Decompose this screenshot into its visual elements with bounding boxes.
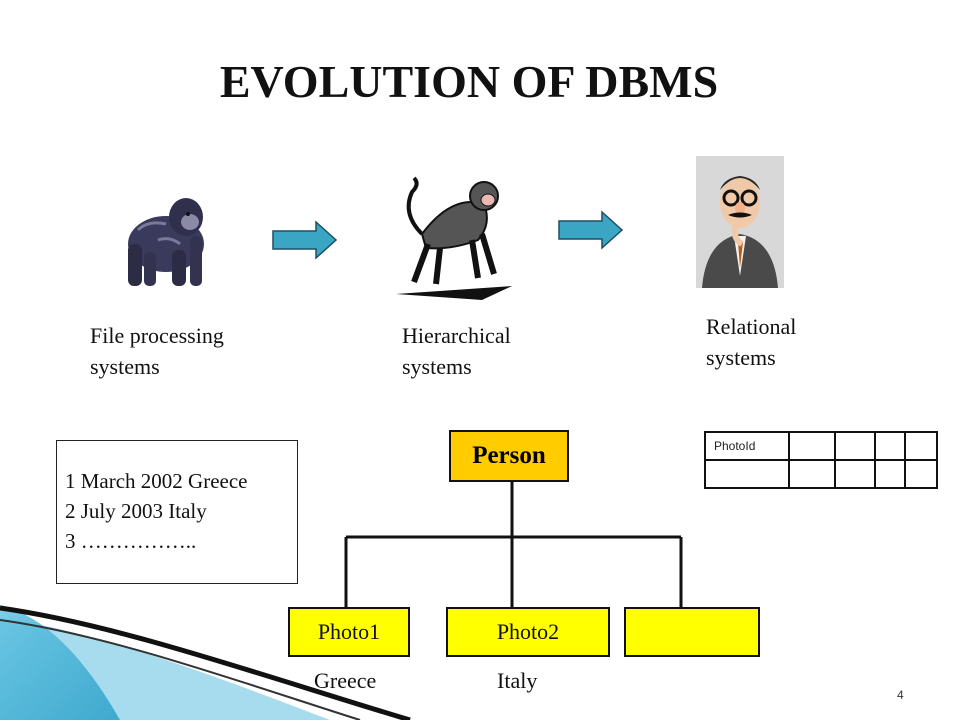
table-cell	[874, 459, 906, 489]
stage-label-file-processing: File processing systems	[90, 320, 224, 382]
stage-label-relational: Relational systems	[706, 311, 796, 373]
table-cell	[834, 459, 876, 489]
right-arrow-icon	[558, 210, 624, 250]
hierarchy-root-node: Person	[449, 430, 569, 482]
stage-label-line: systems	[706, 345, 776, 370]
stage-label-line: systems	[402, 354, 472, 379]
right-arrow-icon	[272, 220, 338, 260]
table-row	[704, 459, 938, 489]
table-cell	[874, 431, 906, 461]
table-cell	[904, 459, 938, 489]
table-cell	[834, 431, 876, 461]
stage-label-line: Hierarchical	[402, 323, 511, 348]
hierarchy-child-node: Photo1	[288, 607, 410, 657]
stage-label-line: systems	[90, 354, 160, 379]
file-record-line: 1 March 2002 Greece	[65, 469, 248, 493]
stage-label-hierarchical: Hierarchical systems	[402, 320, 511, 382]
table-header-cell: PhotoId	[704, 431, 790, 461]
monkey-icon	[396, 176, 512, 300]
table-cell	[704, 459, 790, 489]
table-cell	[788, 431, 836, 461]
country-label: Greece	[314, 668, 377, 693]
flat-file-box: 1 March 2002 Greece 2 July 2003 Italy 3 …	[56, 440, 298, 584]
page-number: 4	[897, 688, 904, 702]
country-label: Italy	[497, 668, 538, 693]
disguised-man-icon	[696, 156, 784, 288]
hierarchy-child-node: Photo2	[446, 607, 610, 657]
page-title: EVOLUTION OF DBMS	[219, 56, 719, 107]
relational-table: PhotoId	[704, 431, 938, 489]
stage-label-line: File processing	[90, 323, 224, 348]
file-record-line: 2 July 2003 Italy	[65, 499, 207, 523]
gorilla-icon	[128, 198, 204, 286]
stage-label-line: Relational	[706, 314, 797, 339]
hierarchy-child-node	[624, 607, 760, 657]
corner-swoosh-decoration	[0, 605, 411, 720]
file-record-line: 3 ……………..	[65, 529, 197, 553]
table-row: PhotoId	[704, 431, 938, 461]
table-cell	[788, 459, 836, 489]
table-cell	[904, 431, 938, 461]
